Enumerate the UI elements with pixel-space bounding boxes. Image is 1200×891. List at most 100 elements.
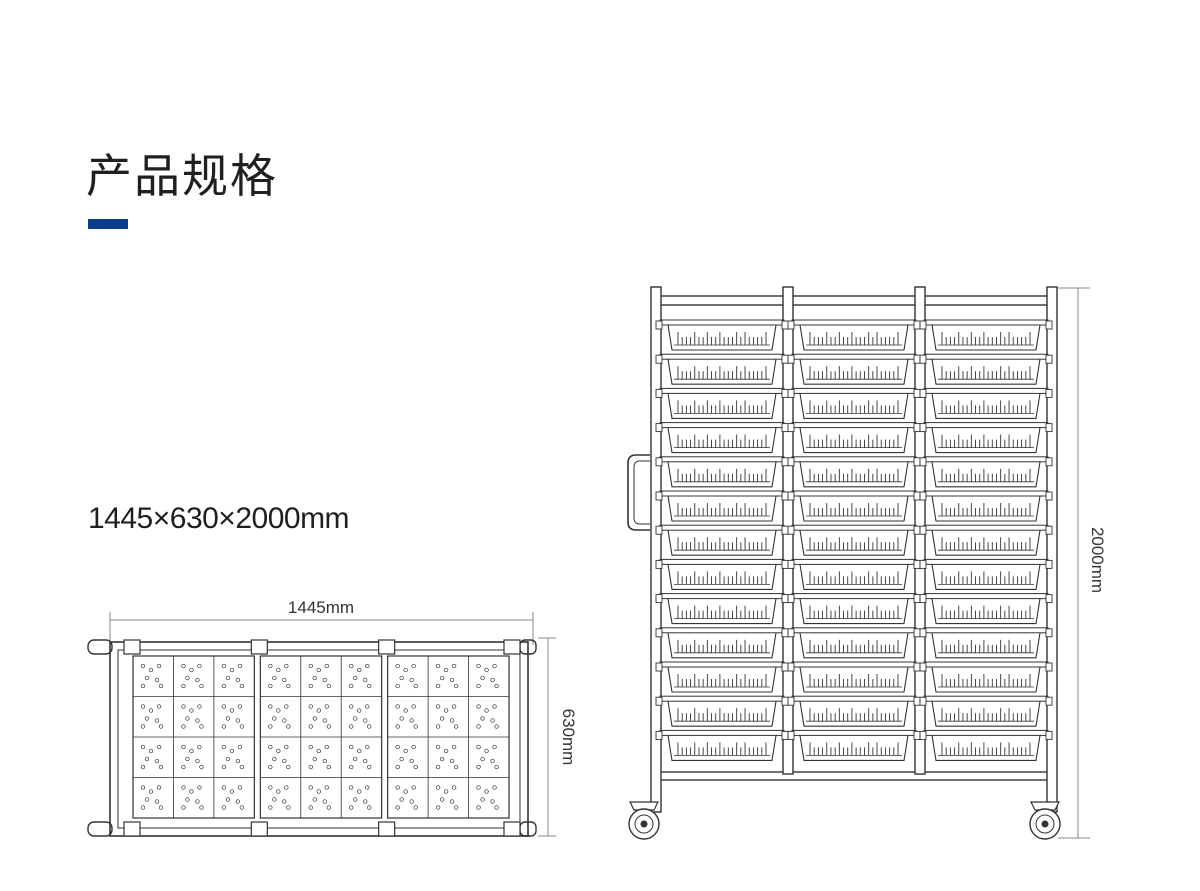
top-view-bays [123,639,521,837]
perforation-hole [239,805,245,810]
basket-body [667,564,777,590]
perforation-hole [439,756,445,762]
perforation-hole [363,799,368,804]
basket-lip [791,387,917,394]
perforation-hole [154,758,160,764]
basket-body [799,666,909,693]
perforation-hole [286,764,291,770]
basket-body [667,632,777,659]
perforation-hole [225,756,231,762]
perforation-hole [449,799,455,804]
perforation-hole [494,724,499,729]
runner-tab [919,491,927,501]
perforation-hole [276,748,281,754]
perforation-hole [197,663,202,669]
front-view-drawing: 2000mm [627,286,1107,840]
basket-lip [659,661,785,668]
runner-tab [1045,491,1053,501]
perforation-hole [225,797,231,802]
runner-tab [781,594,789,604]
top-post [123,639,141,655]
runner-tab [913,525,921,535]
top-post [123,821,141,837]
perforation-hole [480,675,485,681]
perforation-hole [181,764,186,770]
runner-tab [781,423,789,433]
perforation-hole [239,724,245,729]
runner-tab [655,457,663,467]
perforation-hole [268,683,273,689]
basket-body [667,393,777,419]
perforation-hole [181,785,186,790]
basket-lip [923,695,1049,702]
perforation-hole [451,785,457,790]
runner-tab [787,559,795,569]
runner-tab [655,594,663,604]
perforation-hole [225,675,231,681]
runner-tab [1045,320,1053,330]
basket-body [799,598,909,625]
top-view-drawing: 1445mm 630mm [87,598,578,837]
basket-body [799,701,909,727]
perforation-hole [399,797,404,802]
perforation-hole [453,764,459,770]
perforation-hole [326,724,331,729]
perforation-hole [494,805,499,810]
perforation-hole [439,797,445,802]
perforation-hole [476,785,481,790]
runner-tab [787,388,795,398]
perforation-hole [239,683,245,689]
perforation-hole [363,758,368,764]
perforation-hole [367,764,372,770]
perforation-hole [144,716,150,721]
runner-tab [919,320,927,330]
runner-tab [913,730,921,740]
runner-tab [1045,628,1053,638]
perforation-hole [409,677,414,683]
perforation-hole [435,805,441,810]
runner-tab [781,388,789,398]
perforation-hole [484,667,489,673]
perforation-hole [154,718,160,723]
perforation-hole [363,677,368,683]
runner-tab [787,457,795,467]
top-view-inner-frame [117,649,521,829]
perforation-hole [453,683,459,689]
perforation-hole [324,785,329,790]
runner-tab [919,423,927,433]
perforation-hole [413,805,418,810]
perforation-hole [443,748,449,754]
runner-tab [919,457,927,467]
perforation-hole [235,758,241,764]
perforation-hole [435,785,441,790]
runner-tab [655,559,663,569]
runner-tab [919,628,927,638]
top-rail [657,295,1053,306]
perforation-hole [357,708,362,713]
basket-body [931,564,1041,590]
basket-lip [791,353,917,360]
perforation-hole [435,683,441,689]
perforation-hole [195,799,200,804]
perforation-hole [239,764,245,770]
basket-body [931,632,1041,659]
perforation-hole [195,758,200,764]
perforation-hole [349,785,354,790]
perforation-hole [156,744,162,750]
perforation-hole [268,663,273,669]
perforation-hole [272,797,277,802]
perforation-hole [322,718,327,723]
perforation-hole [349,764,354,770]
basket-lip [659,456,785,463]
runner-tab [1045,457,1053,467]
perforation-hole [449,718,455,723]
perforation-hole [154,677,160,683]
runner-tab [781,491,789,501]
caster-bracket [1030,801,1060,811]
perforation-hole [140,724,146,729]
perforation-hole [349,805,354,810]
runner-tab [655,354,663,364]
runner-tab [1045,423,1053,433]
perforation-hole [221,785,227,790]
perforation-hole [221,764,227,770]
